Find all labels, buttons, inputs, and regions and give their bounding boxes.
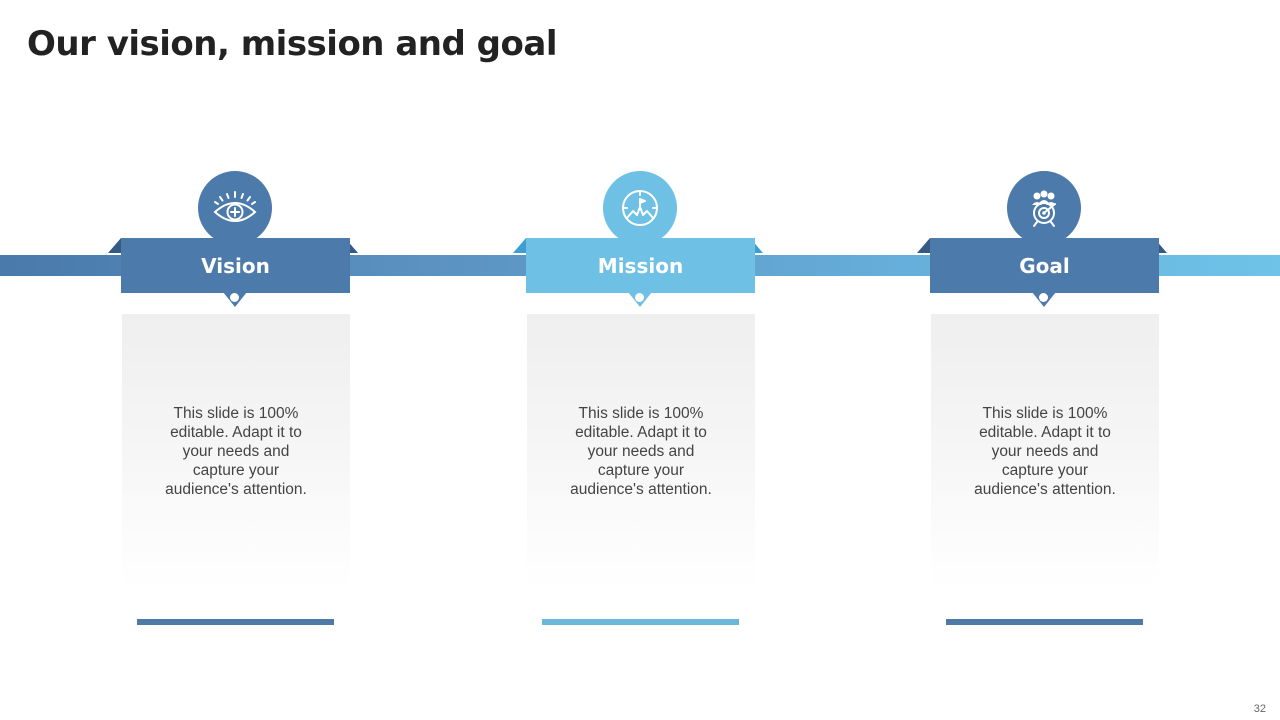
pointer-dot xyxy=(1039,293,1048,302)
pointer-dot xyxy=(635,293,644,302)
header-fold-left xyxy=(917,238,930,253)
vision-label: Vision xyxy=(201,253,270,278)
slide-title: Our vision, mission and goal xyxy=(27,24,557,64)
vision-body: This slide is 100% editable. Adapt it to… xyxy=(122,314,350,588)
goal-card: Goal This slide is 100% editable. xyxy=(917,170,1167,630)
goal-label: Goal xyxy=(1019,253,1070,278)
target-team-icon xyxy=(1032,190,1056,227)
mission-underline xyxy=(542,619,739,625)
mission-card: Mission This slide is 100% editable. Ada… xyxy=(513,170,763,630)
mission-description: This slide is 100% editable. Adapt it to… xyxy=(570,404,712,498)
vision-card: Vision This slide is 100% editable. Adap… xyxy=(108,170,358,630)
goal-icon-circle xyxy=(1007,171,1081,245)
compass-icon xyxy=(622,190,658,226)
goal-description: This slide is 100% editable. Adapt it to… xyxy=(974,404,1116,498)
pointer-dot xyxy=(230,293,239,302)
vision-description: This slide is 100% editable. Adapt it to… xyxy=(165,404,307,498)
eye-icon xyxy=(213,191,257,222)
mission-icon-circle xyxy=(603,171,677,245)
vision-icon-circle xyxy=(198,171,272,245)
vision-header: Vision xyxy=(121,238,350,293)
vision-underline xyxy=(137,619,334,625)
goal-header: Goal xyxy=(930,238,1159,293)
header-fold-left xyxy=(108,238,121,253)
header-fold-left xyxy=(513,238,526,253)
page-number: 32 xyxy=(1253,703,1266,715)
mission-header: Mission xyxy=(526,238,755,293)
mission-body: This slide is 100% editable. Adapt it to… xyxy=(527,314,755,588)
mission-label: Mission xyxy=(597,253,684,278)
goal-underline xyxy=(946,619,1143,625)
goal-body: This slide is 100% editable. Adapt it to… xyxy=(931,314,1159,588)
